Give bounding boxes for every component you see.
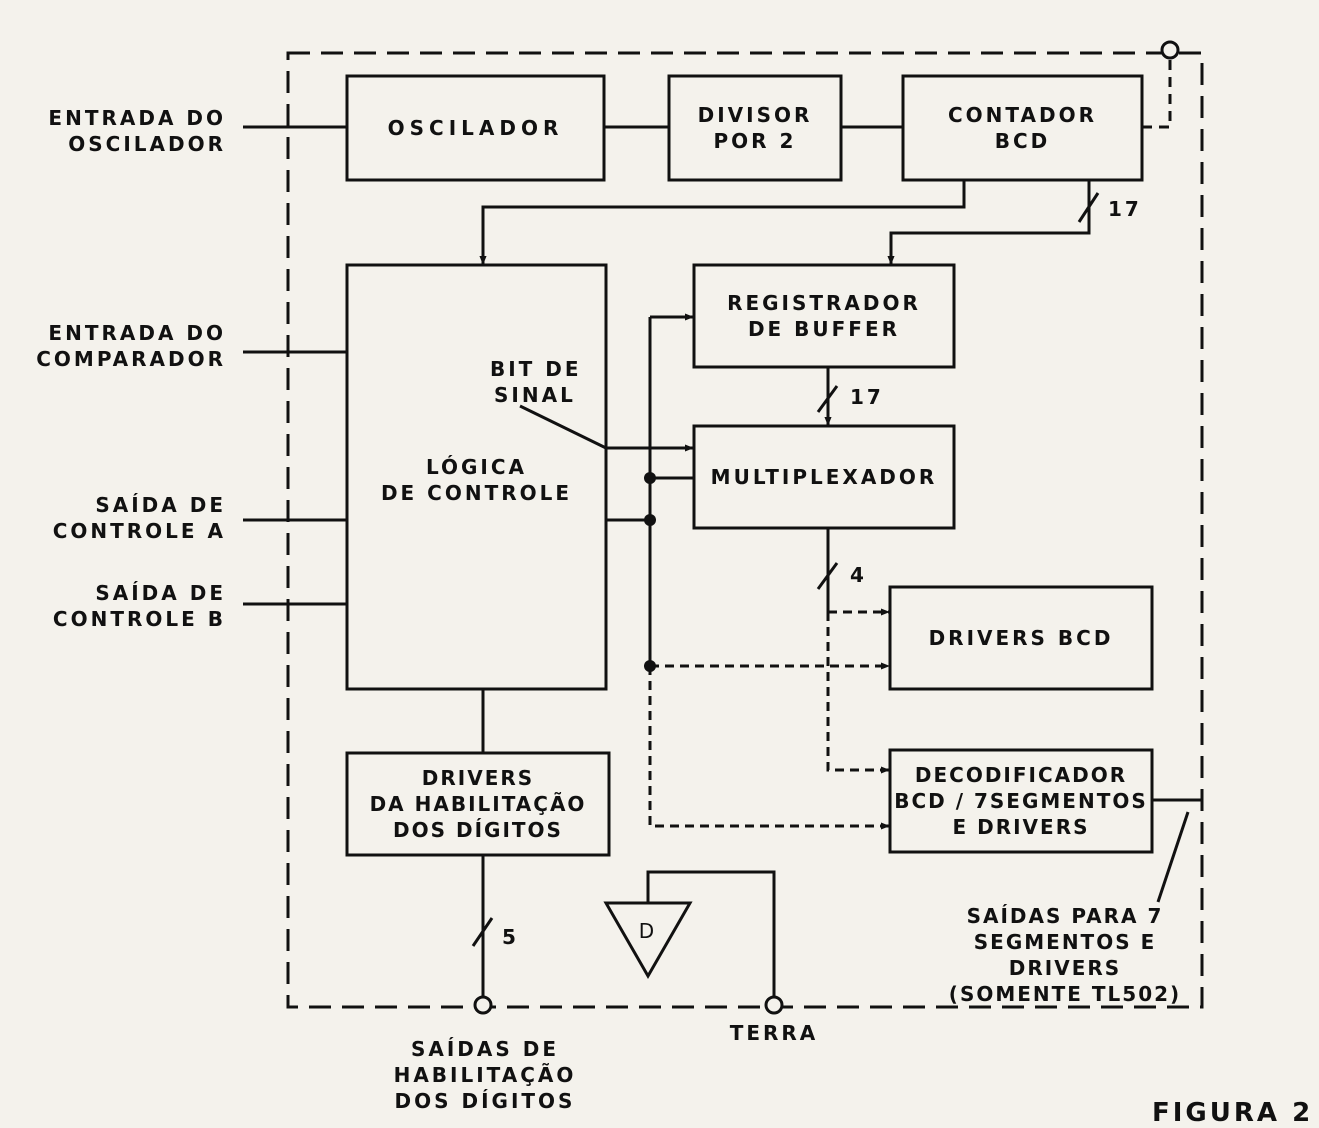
bit-sinal-label: BIT DE SINAL bbox=[490, 357, 582, 407]
block-drivers-bcd bbox=[888, 585, 1154, 691]
ground-pin-label: TERRA bbox=[729, 1021, 819, 1045]
block-logica bbox=[345, 263, 608, 691]
drivers-bcd-label: DRIVERS BCD bbox=[928, 626, 1114, 650]
bus-width-register: 17 bbox=[850, 385, 884, 409]
segment-outputs-label: SAÍDAS PARA 7 SEGMENTOS E DRIVERS (SOMEN… bbox=[948, 904, 1182, 1006]
bus-width-mux: 4 bbox=[850, 563, 867, 587]
oscilador-label: OSCILADOR bbox=[387, 116, 564, 140]
bus-width-digit: 5 bbox=[502, 925, 519, 949]
pin-digit-enable bbox=[473, 995, 493, 1015]
pin-ground bbox=[764, 995, 784, 1015]
pin-top bbox=[1160, 40, 1180, 60]
multiplexador-label: MULTIPLEXADOR bbox=[710, 465, 938, 489]
chip-boundary bbox=[286, 51, 1204, 1009]
block-drivers-hab bbox=[345, 751, 611, 857]
block-registrador bbox=[692, 263, 956, 369]
bus-width-counter: 17 bbox=[1108, 197, 1142, 221]
digit-enable-pin-label: SAÍDAS DE HABILITAÇÃO DOS DÍGITOS bbox=[393, 1037, 577, 1113]
diode-label: D bbox=[638, 919, 658, 943]
figure-caption: FIGURA 2 bbox=[1152, 1098, 1314, 1128]
